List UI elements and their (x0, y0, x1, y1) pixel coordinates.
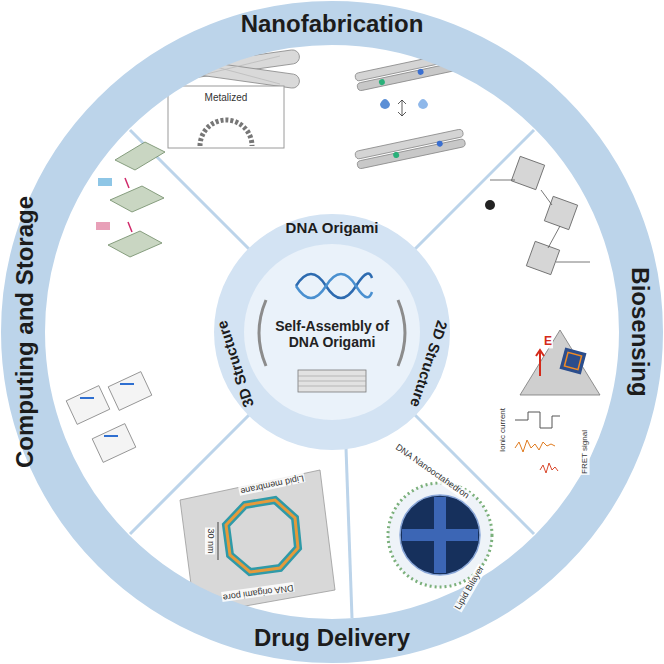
figure-label: Metalized (204, 92, 249, 103)
structure-ring: DNA Origami2D Structure3D StructureSelf-… (214, 214, 450, 450)
ring-title: Nanofabrication (241, 10, 424, 38)
ring-title: Computing and Storage (11, 196, 39, 468)
logic-tiles (66, 372, 152, 463)
figure-label: E (543, 335, 553, 348)
origami-ribbons (96, 142, 165, 257)
center-circle: Self-Assembly of DNA Origami (244, 244, 420, 420)
origami-sheet (298, 370, 366, 392)
node-outline (214, 214, 450, 450)
figure-label: Ionic current (499, 407, 508, 453)
node-outline (23, 23, 641, 641)
ring-title: Drug Delivery (254, 624, 410, 652)
node-outline (244, 244, 420, 420)
metalized-panel (168, 86, 284, 148)
figure-label: 30 nm (205, 527, 215, 554)
nanopore-sensor (520, 330, 600, 395)
signal-traces (515, 412, 560, 473)
center-title: Self-Assembly of DNA Origami (262, 318, 402, 350)
ring-label: DNA Origami (286, 219, 379, 236)
sector-dividers (130, 130, 534, 618)
ring-title: Biosensing (626, 267, 654, 396)
figure-label: FRET signal (581, 429, 590, 475)
